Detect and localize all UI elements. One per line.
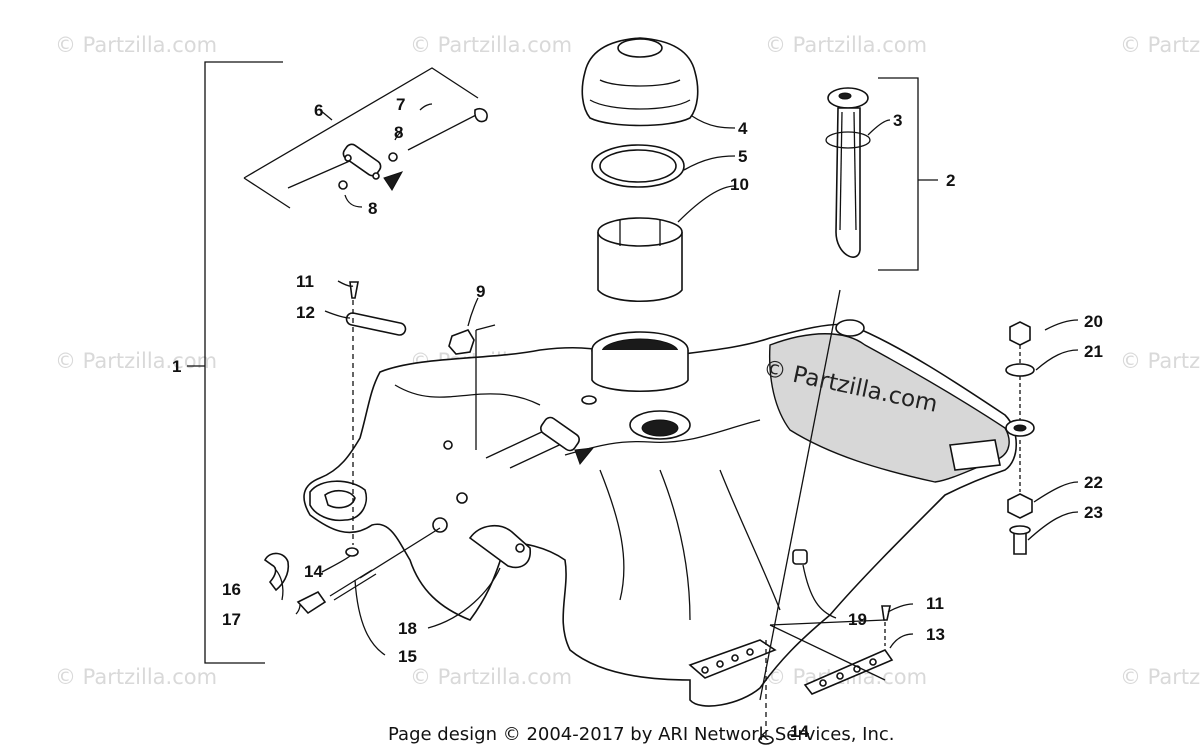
callout-2: 2	[946, 171, 955, 190]
watermark: © Partzilla.com	[410, 33, 572, 57]
watermark: © Partzilla.com	[1120, 665, 1200, 689]
callout-19: 19	[848, 610, 867, 629]
callout-18: 18	[398, 619, 417, 638]
fuel-sender	[825, 87, 871, 258]
callout-14: 14	[790, 722, 809, 741]
callout-3: 3	[893, 111, 902, 130]
watermark: © Partzilla.com	[55, 33, 217, 57]
gasket-ring	[591, 144, 685, 188]
callouts: 1 2 3 4 5 6 7 8 8 9 10 11 11 12 13 14 14…	[172, 95, 1103, 741]
callout-14: 14	[304, 562, 323, 581]
callout-15: 15	[398, 647, 417, 666]
callout-11: 11	[296, 272, 314, 291]
assembly-bracket	[187, 61, 283, 664]
straps	[345, 281, 894, 745]
callout-13: 13	[926, 625, 945, 644]
callout-6: 6	[314, 101, 323, 120]
callout-8: 8	[368, 199, 377, 218]
watermark: © Partzilla.com	[55, 665, 217, 689]
callout-20: 20	[1084, 312, 1103, 331]
fuel-tank	[303, 319, 1035, 707]
callout-21: 21	[1084, 342, 1103, 361]
watermark: © Partzilla.com	[765, 33, 927, 57]
callout-12: 12	[296, 303, 315, 322]
callout-10: 10	[730, 175, 749, 194]
watermark: © Partzilla.com	[55, 349, 217, 373]
callout-22: 22	[1084, 473, 1103, 492]
fuel-cap	[581, 37, 699, 127]
right-hardware	[1005, 321, 1035, 555]
watermark: © Partzilla.com	[1120, 349, 1200, 373]
footer-copyright: Page design © 2004-2017 by ARI Network S…	[388, 724, 895, 745]
callout-23: 23	[1084, 503, 1103, 522]
callout-1: 1	[172, 357, 181, 376]
callout-11: 11	[926, 594, 944, 613]
leader-lines	[275, 103, 1079, 701]
sender-bracket	[878, 77, 938, 271]
callout-17: 17	[222, 610, 241, 629]
callout-4: 4	[738, 119, 748, 138]
filler-screen	[597, 217, 683, 303]
watermark: © Partzilla.com	[1120, 33, 1200, 57]
callout-5: 5	[738, 147, 747, 166]
callout-9: 9	[476, 282, 485, 301]
strap-hardware	[243, 67, 488, 209]
callout-8: 8	[394, 123, 403, 142]
callout-7: 7	[396, 95, 405, 114]
watermark: © Partzilla.com	[410, 665, 572, 689]
callout-16: 16	[222, 580, 241, 599]
mid-tank-hardware	[448, 324, 595, 469]
